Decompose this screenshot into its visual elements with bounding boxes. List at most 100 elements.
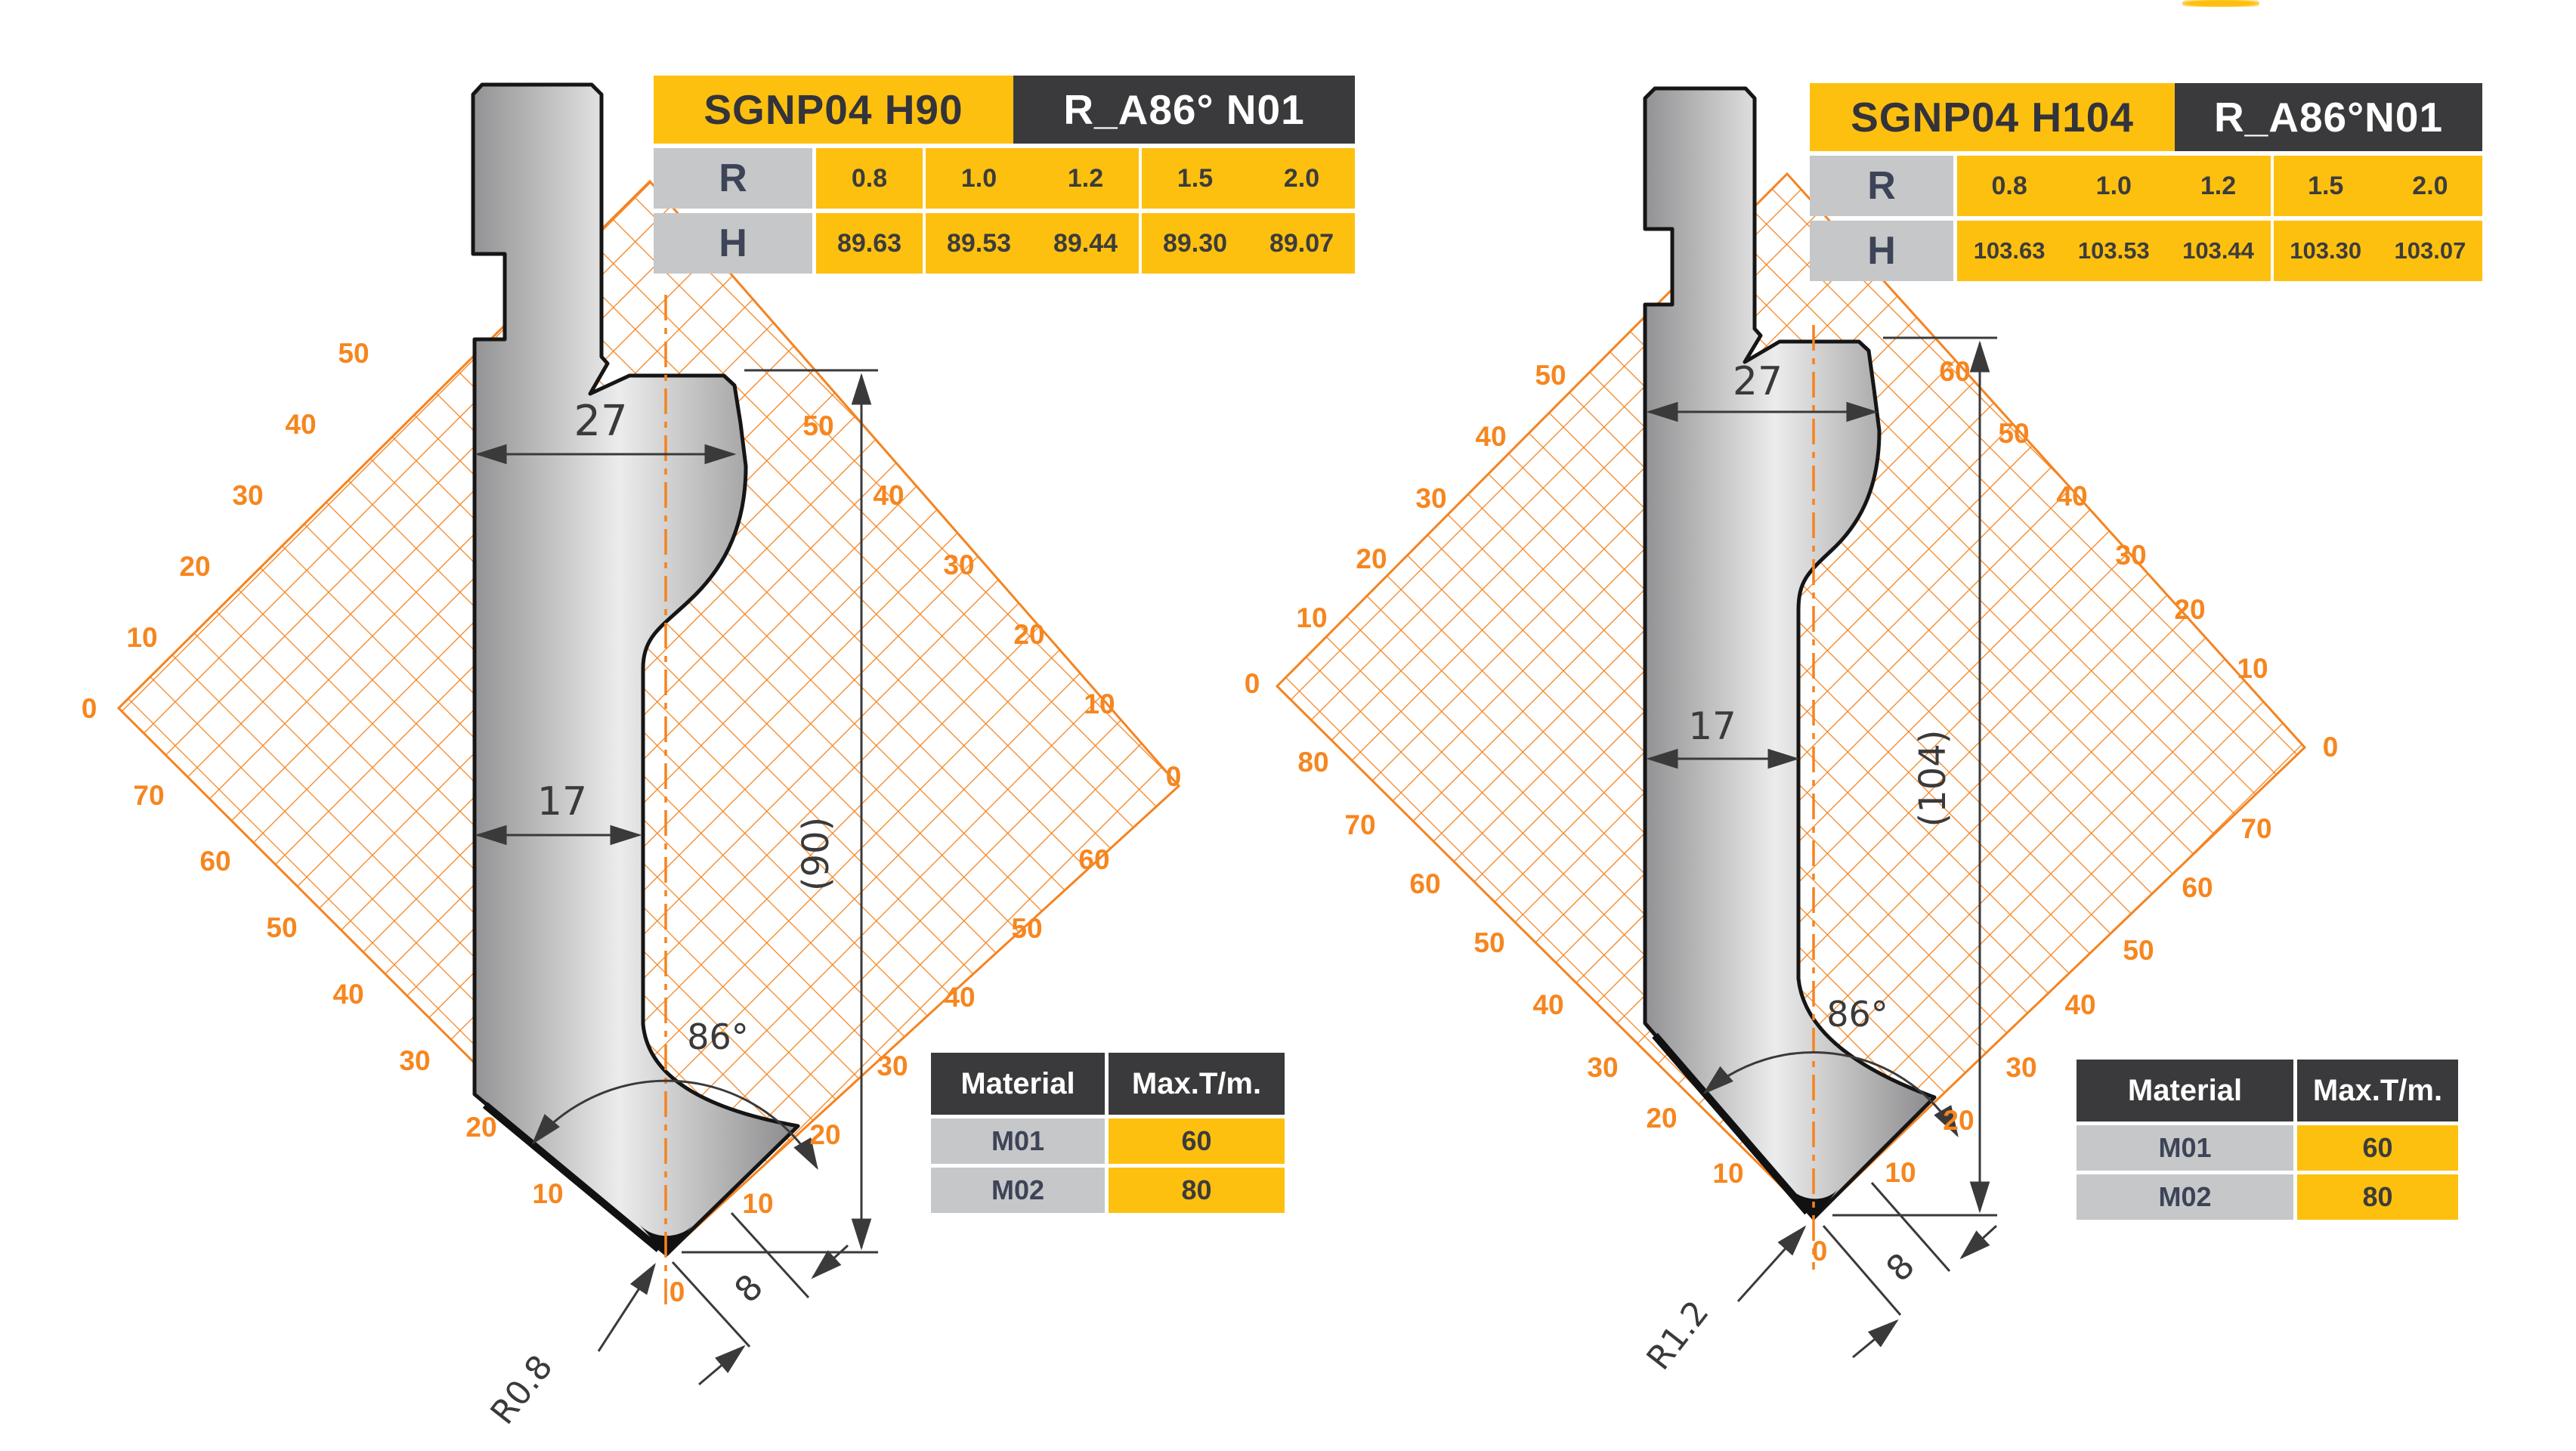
- ruler-top-left: 0 10 20 30 40 50: [82, 338, 370, 724]
- h-value: 103.07: [2377, 221, 2483, 281]
- ruler-label: 30: [2115, 540, 2146, 571]
- ruler-label: 50: [2123, 935, 2154, 966]
- ruler-label: 50: [802, 410, 833, 441]
- ruler-bottom-left: 70 60 50 40 30 20 10: [133, 780, 563, 1209]
- material-name: M02: [931, 1168, 1105, 1213]
- r-value: 1.2: [2166, 156, 2274, 216]
- r-value: 0.8: [1957, 156, 2062, 216]
- dim-angle: 86°: [687, 1016, 749, 1057]
- ruler-label: 10: [2237, 653, 2268, 684]
- r-value: 1.0: [926, 148, 1032, 209]
- dim-height: (104): [1912, 729, 1954, 827]
- ruler-label: 20: [465, 1112, 496, 1143]
- ruler-label: 30: [1415, 483, 1446, 514]
- ruler-label: 60: [2182, 872, 2213, 903]
- ruler-label: 30: [1587, 1052, 1618, 1083]
- dimension-lines: [475, 369, 878, 1386]
- ruler-label: 20: [1356, 543, 1387, 574]
- ruler-label: 30: [232, 480, 263, 511]
- r-value: 1.5: [1142, 148, 1248, 209]
- ruler-label: 50: [1474, 927, 1504, 958]
- ruler-label: 40: [2056, 481, 2087, 512]
- right-material-table: Material Max.T/m. M01 60 M02 80: [2077, 1060, 2458, 1220]
- h-value: 89.53: [926, 213, 1032, 274]
- material-row: M01 60: [931, 1118, 1285, 1164]
- right-drawing: 27 17 (104) 86° R1.2 8 0 0 10 20 30 40 5…: [1245, 86, 2338, 1378]
- r-value: 0.8: [816, 148, 926, 209]
- ruler-top-right: 60 50 40 30 20 10 0: [1939, 356, 2338, 763]
- dim-tip-radius: R0.8: [484, 1348, 561, 1432]
- row-label-r: R: [1810, 156, 1957, 216]
- ruler-label: 20: [1646, 1103, 1677, 1134]
- dimension-lines: [1646, 336, 1998, 1359]
- material-value: 80: [1109, 1168, 1285, 1213]
- ruler-label: 0: [1812, 1236, 1828, 1267]
- material-value: 60: [2297, 1125, 2458, 1171]
- h-value: 89.30: [1142, 213, 1248, 274]
- ruler-label: 10: [1084, 688, 1115, 719]
- material-row: M01 60: [2077, 1125, 2458, 1171]
- radius-row: R 0.8 1.0 1.2 1.5 2.0: [654, 148, 1355, 209]
- ruler-label: 50: [266, 912, 297, 943]
- spec-table-header: SGNP04 H104 R_A86°N01: [1810, 83, 2482, 151]
- ruler-label: 50: [1535, 360, 1566, 391]
- ruler-label: 40: [873, 480, 904, 511]
- ruler-label: 70: [1344, 809, 1375, 840]
- dim-shank-width: 17: [537, 779, 587, 825]
- ruler-label: 20: [1013, 619, 1044, 650]
- dim-height: (90): [795, 817, 837, 892]
- ruler-label: 20: [2174, 594, 2205, 625]
- ruler-label: 40: [944, 982, 975, 1013]
- max-tonnage-column-header: Max.T/m.: [1109, 1053, 1285, 1115]
- material-row: M02 80: [2077, 1174, 2458, 1220]
- material-value: 80: [2297, 1174, 2458, 1220]
- material-table-header: Material Max.T/m.: [2077, 1060, 2458, 1122]
- material-table-header: Material Max.T/m.: [931, 1053, 1285, 1115]
- max-tonnage-column-header: Max.T/m.: [2297, 1060, 2458, 1122]
- ruler-label: 80: [1297, 747, 1328, 778]
- material-name: M01: [931, 1118, 1105, 1164]
- top-right-decoration: [2182, 0, 2259, 7]
- ruler-label: 60: [199, 846, 230, 877]
- h-value: 103.53: [2061, 221, 2166, 281]
- working-edge: [482, 1102, 662, 1252]
- row-label-h: H: [1810, 221, 1957, 281]
- ruler-top-left: 0 10 20 30 40 50: [1245, 360, 1566, 699]
- dim-shank-width: 17: [1688, 704, 1736, 748]
- dim-angle: 86°: [1826, 994, 1888, 1035]
- material-row: M02 80: [931, 1168, 1285, 1213]
- ruler-label: 50: [338, 338, 369, 369]
- ruler-label: 40: [2064, 989, 2095, 1020]
- ruler-label: 40: [285, 409, 316, 440]
- ruler-label: 50: [1011, 913, 1042, 944]
- row-label-h: H: [654, 213, 816, 274]
- ruler-label: 40: [1532, 989, 1563, 1020]
- ruler-label: 60: [1409, 868, 1440, 899]
- ruler-label: 10: [1296, 602, 1327, 633]
- ruler-bottom-right: 70 60 50 40 30 20 10: [1885, 813, 2271, 1188]
- h-value: 89.63: [816, 213, 926, 274]
- dim-tip-radius: R1.2: [1640, 1294, 1717, 1378]
- h-value: 89.44: [1032, 213, 1142, 274]
- row-label-r: R: [654, 148, 816, 209]
- r-value: 2.0: [2377, 156, 2483, 216]
- ruler-label: 10: [1885, 1157, 1916, 1188]
- ruler-label: 10: [532, 1178, 563, 1209]
- right-spec-table: SGNP04 H104 R_A86°N01 R 0.8 1.0 1.2 1.5 …: [1810, 83, 2483, 281]
- r-value: 1.2: [1032, 148, 1142, 209]
- model-name: SGNP04 H104: [1810, 83, 2175, 151]
- ruler-bottom-right: 60 50 40 30 20 10: [742, 844, 1109, 1219]
- ruler-label: 30: [943, 549, 974, 580]
- ruler-label: 60: [1939, 356, 1970, 387]
- h-value: 103.30: [2273, 221, 2378, 281]
- dim-tip-offset: 8: [1878, 1245, 1922, 1289]
- ruler-label: 10: [126, 622, 157, 653]
- r-value: 1.0: [2061, 156, 2166, 216]
- ruler-label: 30: [2005, 1052, 2036, 1083]
- dim-tip-offset: 8: [726, 1266, 771, 1310]
- ruler-label: 0: [82, 693, 97, 724]
- ruler-label: 0: [1166, 761, 1182, 792]
- ruler-label: 20: [809, 1119, 840, 1150]
